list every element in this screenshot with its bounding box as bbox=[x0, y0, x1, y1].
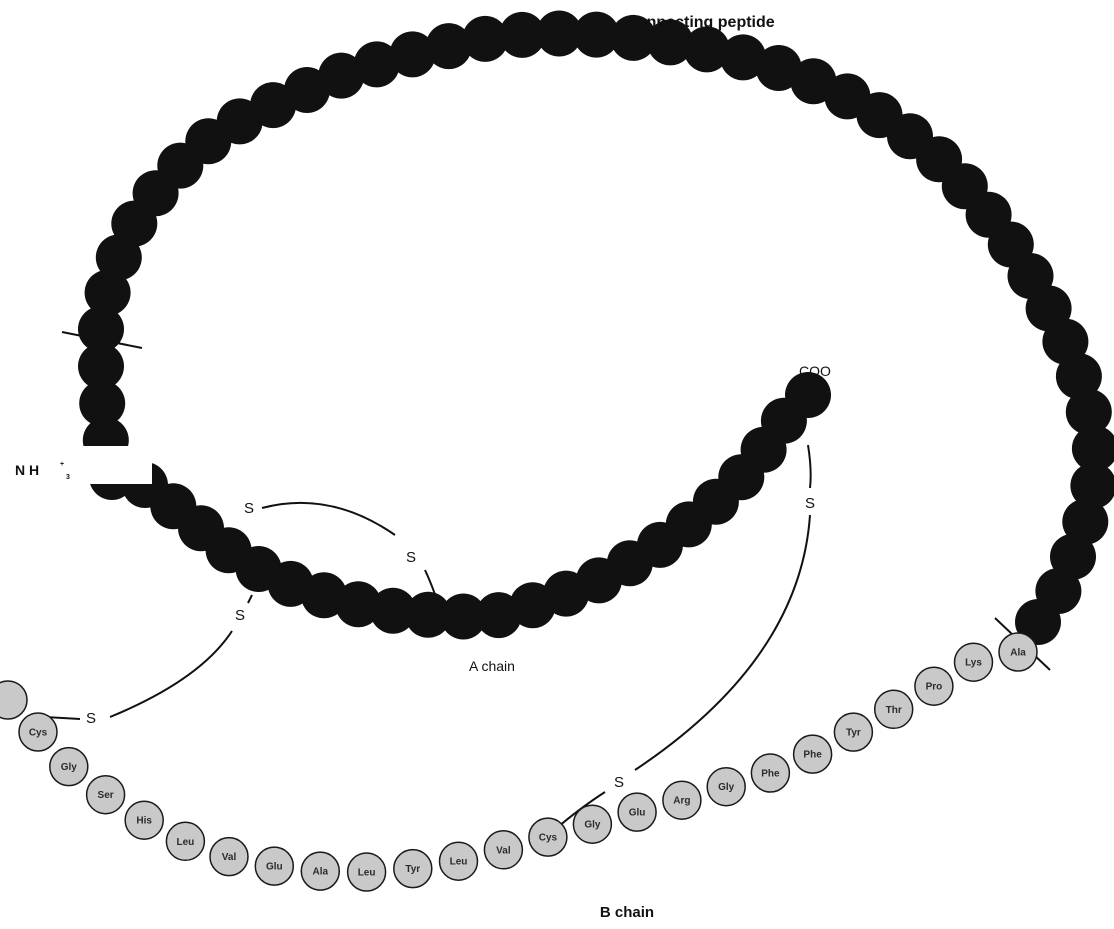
b-chain-residue-label: Gly bbox=[61, 762, 78, 773]
b-chain-residue-label: Gly bbox=[584, 820, 601, 831]
sulfur-label: S bbox=[406, 549, 416, 566]
b-chain-residue-label: Tyr bbox=[405, 864, 420, 875]
b-chain-residue-label: His bbox=[136, 816, 152, 827]
b-chain-residue-label: Val bbox=[222, 852, 237, 863]
b-chain-residue-label: Glu bbox=[266, 862, 283, 873]
b-chain-residue-label: Tyr bbox=[846, 728, 861, 739]
b-chain-residue-label: Val bbox=[496, 845, 511, 856]
b-chain-bead bbox=[0, 681, 27, 719]
b-chain-residue-label: Cys bbox=[539, 833, 558, 844]
sulfur-label: S bbox=[805, 495, 815, 512]
sulfur-label: S bbox=[614, 774, 624, 791]
b-chain-residue-label: Leu bbox=[450, 857, 468, 868]
disulfide-bridge-a7-b7 bbox=[110, 595, 252, 717]
b-chain-residue-label: Leu bbox=[177, 837, 195, 848]
b-chain-label: B chain bbox=[600, 904, 654, 921]
a-chain-label: A chain bbox=[469, 658, 515, 674]
b-chain-residue-label: Cys bbox=[29, 728, 48, 739]
b-chain-residue-label: Glu bbox=[629, 808, 646, 819]
c-terminus-label: COO bbox=[799, 363, 831, 379]
sulfur-label: S bbox=[244, 500, 254, 517]
connecting-peptide-and-a-chain-beads bbox=[78, 11, 1114, 646]
b-chain-residue-label: Ala bbox=[1010, 648, 1026, 659]
n-terminus-text: N H bbox=[15, 462, 39, 478]
n-terminus-subscript: 3 bbox=[66, 474, 70, 481]
b-chain-residue-label: Thr bbox=[886, 705, 902, 716]
b-chain-residue-label: Phe bbox=[761, 769, 780, 780]
b-chain-residue-label: Gly bbox=[718, 782, 735, 793]
b-chain-residue-label: Leu bbox=[358, 868, 376, 879]
b-chain-residue-label: Arg bbox=[673, 796, 690, 807]
b-chain-residue-label: Ala bbox=[313, 867, 329, 878]
cleavage-marks bbox=[62, 332, 1050, 670]
b-chain-residue-label: Phe bbox=[803, 750, 822, 761]
connecting-peptide-label: Connecting peptide bbox=[625, 14, 774, 31]
b-chain-residue-label: Pro bbox=[926, 682, 943, 693]
sulfur-label: S bbox=[235, 607, 245, 624]
b-chain-residue-label: Lys bbox=[965, 658, 982, 669]
n-terminus-charge: + bbox=[60, 461, 64, 468]
sulfur-label: S bbox=[86, 710, 96, 727]
b-chain-residue-label: Ser bbox=[98, 790, 114, 801]
